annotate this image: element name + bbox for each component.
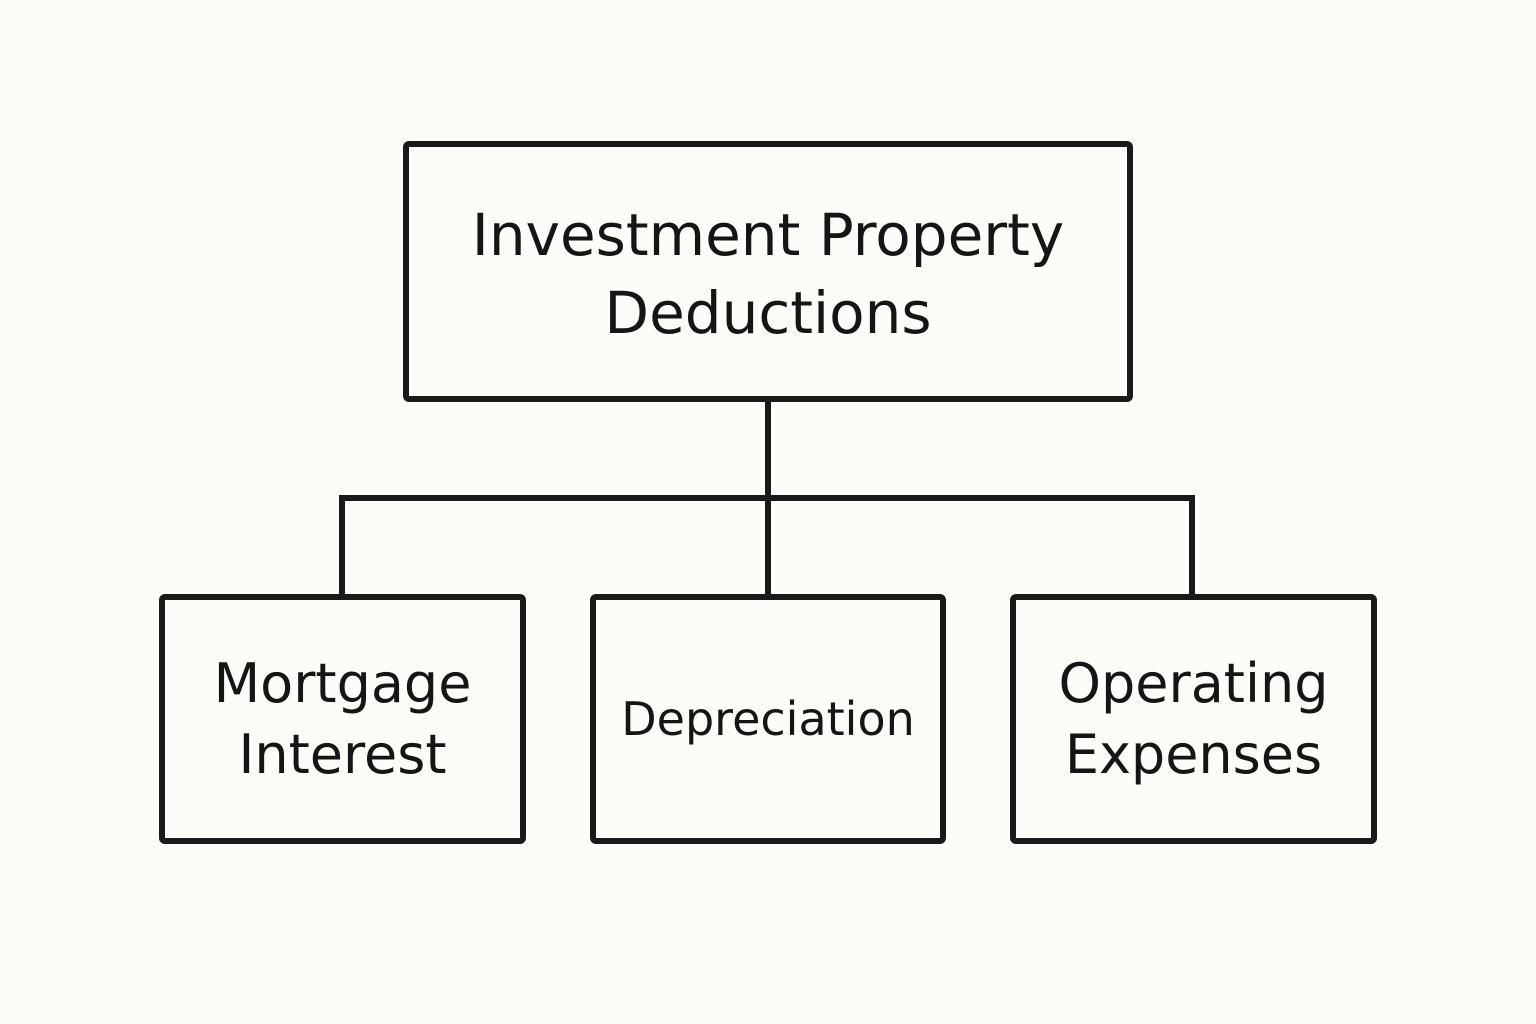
mortgage-interest-label-line-1: Mortgage xyxy=(213,652,472,715)
depreciation-label-line-1: Depreciation xyxy=(621,692,915,746)
depreciation-label: Depreciation xyxy=(621,689,915,749)
root-node-label: Investment Property Deductions xyxy=(472,196,1064,352)
mortgage-interest-label: Mortgage Interest xyxy=(214,648,472,790)
root-node-investment-property-deductions: Investment Property Deductions xyxy=(403,141,1133,402)
child-node-operating-expenses: Operating Expenses xyxy=(1010,594,1377,844)
child-node-mortgage-interest: Mortgage Interest xyxy=(159,594,526,844)
operating-expenses-label-line-1: Operating xyxy=(1058,652,1329,715)
operating-expenses-label-line-2: Expenses xyxy=(1064,723,1323,786)
mortgage-interest-label-line-2: Interest xyxy=(238,723,447,786)
child-node-depreciation: Depreciation xyxy=(590,594,946,844)
root-node-label-line-1: Investment Property xyxy=(471,200,1065,269)
root-node-label-line-2: Deductions xyxy=(604,278,932,347)
operating-expenses-label: Operating Expenses xyxy=(1059,648,1329,790)
